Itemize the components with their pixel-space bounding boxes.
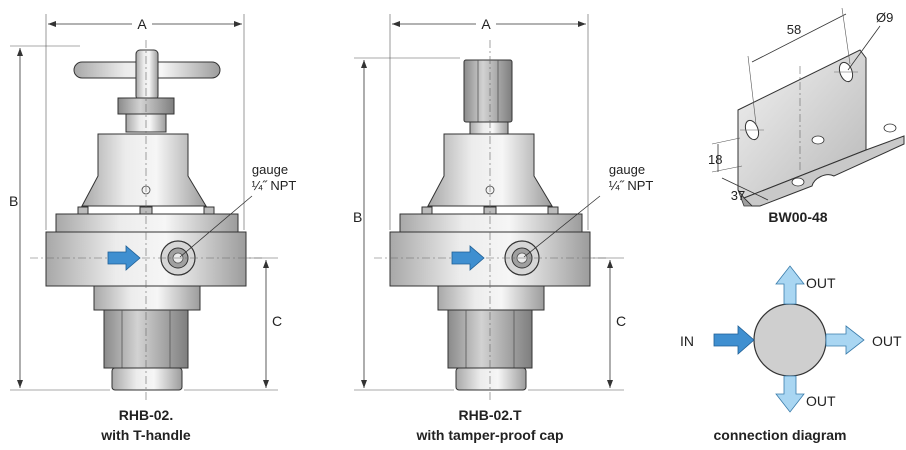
dimension-c <box>184 257 278 391</box>
dimension-b-label: B <box>353 209 362 225</box>
dimension-b <box>10 45 110 391</box>
caption-variant: with T-handle <box>100 427 191 443</box>
dimension-a-label: A <box>481 16 491 32</box>
out-right-label: OUT <box>872 333 902 349</box>
bracket-hole-label: Ø9 <box>876 10 893 25</box>
bracket-height-dimension <box>711 137 743 173</box>
connection-body-circle <box>753 303 827 377</box>
out-top-arrow <box>775 265 805 305</box>
regulator-body-tamper-cap <box>374 40 606 400</box>
dimension-a <box>389 14 589 230</box>
bracket-height-label: 18 <box>708 152 722 167</box>
bracket-view: 58 Ø9 18 37 BW00-48 <box>708 7 905 225</box>
bracket-caption: BW00-48 <box>768 209 827 225</box>
out-bottom-arrow <box>775 375 805 413</box>
gauge-leader-line <box>179 195 253 258</box>
caption-variant: with tamper-proof cap <box>415 427 563 443</box>
inlet-arrow <box>451 245 485 271</box>
bracket-length-label: 58 <box>787 22 801 37</box>
dimension-c-label: C <box>616 313 626 329</box>
out-top-label: OUT <box>806 275 836 291</box>
dimension-b-label: B <box>9 193 18 209</box>
gauge-label: gauge <box>609 162 645 177</box>
dimension-a <box>45 14 245 230</box>
bracket-length-dimension <box>747 7 851 125</box>
regulator-tamper-cap-view: A B C gauge ¼˝ NPT RHB-02.T with tamper-… <box>353 14 653 443</box>
dimension-a-label: A <box>137 16 147 32</box>
gauge-thread-label: ¼˝ NPT <box>609 178 654 193</box>
out-right-arrow <box>825 325 865 355</box>
connection-diagram: IN OUT OUT OUT connection diagram <box>680 265 902 443</box>
out-bottom-label: OUT <box>806 393 836 409</box>
in-arrow <box>713 325 755 355</box>
dimension-c <box>528 257 624 391</box>
dimension-c-label: C <box>272 313 282 329</box>
bracket-depth-label: 37 <box>731 188 745 203</box>
dimension-b <box>354 57 460 391</box>
gauge-leader-line <box>523 195 601 258</box>
gauge-thread-label: ¼˝ NPT <box>252 178 297 193</box>
caption-model: RHB-02.T <box>458 407 521 423</box>
bracket-hole-leader <box>847 25 881 71</box>
caption-model: RHB-02. <box>119 407 173 423</box>
inlet-arrow <box>107 245 141 271</box>
in-label: IN <box>680 333 694 349</box>
connection-caption: connection diagram <box>713 427 846 443</box>
regulator-t-handle-view: A B C gauge ¼˝ NPT RHB-02. with T-handle <box>9 14 296 443</box>
bracket-drawing <box>737 49 905 207</box>
regulator-body-t-handle <box>30 40 262 400</box>
gauge-label: gauge <box>252 162 288 177</box>
bracket-depth-dimension <box>721 177 769 201</box>
